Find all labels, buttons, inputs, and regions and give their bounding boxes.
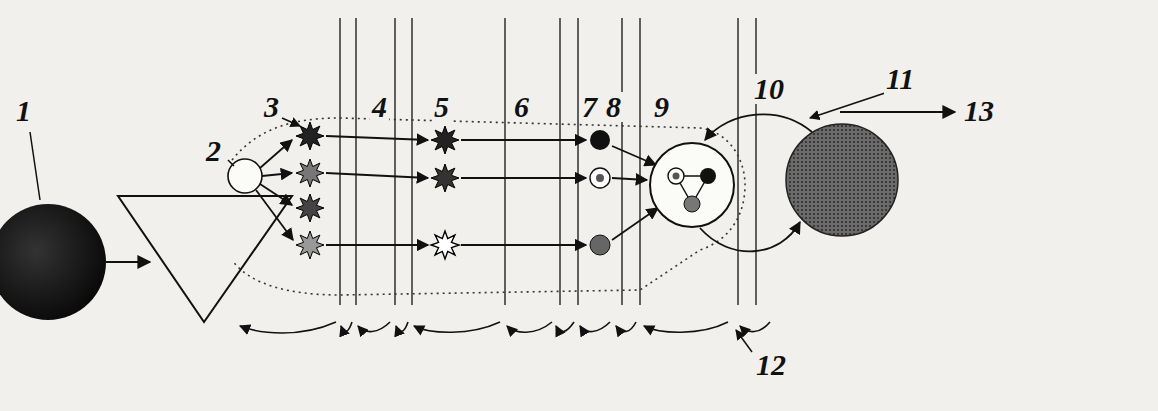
callout-number: 4 bbox=[370, 92, 389, 122]
callout-number: 9 bbox=[652, 92, 671, 122]
callout-number: 1 bbox=[14, 96, 33, 126]
callout-number: 5 bbox=[432, 92, 451, 122]
small-circle bbox=[228, 159, 262, 193]
arrows bbox=[326, 136, 428, 245]
callout-number: 7 bbox=[580, 92, 599, 122]
system-circle bbox=[650, 143, 734, 227]
callout-number: 6 bbox=[512, 92, 531, 122]
callout-number: 2 bbox=[204, 136, 223, 166]
arrow bbox=[106, 261, 150, 263]
callout-number: 10 bbox=[752, 74, 786, 104]
output-arrow bbox=[840, 111, 955, 113]
boundary-lines bbox=[340, 18, 756, 305]
callout-number: 11 bbox=[884, 64, 916, 94]
triangle bbox=[118, 196, 292, 322]
arrows bbox=[461, 140, 586, 245]
star-symbols bbox=[296, 122, 324, 259]
star-symbols bbox=[431, 126, 459, 259]
dot-symbols bbox=[590, 130, 610, 255]
source-circle bbox=[0, 204, 106, 320]
network-symbol bbox=[668, 168, 716, 212]
dotted-envelope bbox=[232, 118, 745, 295]
return-arrows bbox=[240, 322, 770, 333]
callout-number: 8 bbox=[604, 92, 623, 122]
leader-lines bbox=[30, 92, 888, 352]
environment-circle bbox=[786, 124, 898, 236]
feedback-arrow bbox=[705, 114, 812, 140]
callout-number: 13 bbox=[962, 96, 996, 126]
callout-number: 12 bbox=[754, 350, 788, 380]
fan-arrows bbox=[256, 140, 293, 240]
callout-number: 3 bbox=[262, 92, 281, 122]
feedback-arrow bbox=[700, 222, 800, 251]
